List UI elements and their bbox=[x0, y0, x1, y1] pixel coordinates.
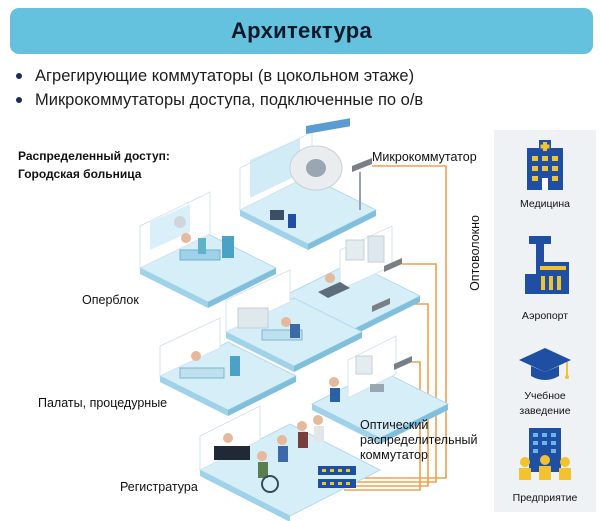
operating-room bbox=[139, 191, 277, 309]
airport-icon bbox=[525, 236, 569, 294]
sidebar-item-label: Аэропорт bbox=[521, 310, 569, 322]
microswitch-device bbox=[372, 298, 390, 312]
sidebar-item-label: заведение bbox=[519, 405, 571, 417]
sidebar-item-enterprise: Предприятие bbox=[494, 424, 596, 506]
registry-label: Регистратура bbox=[120, 480, 198, 494]
sidebar-item-medicine: Медицина bbox=[494, 138, 596, 212]
bullet-dot-icon bbox=[16, 73, 22, 79]
doctor-room bbox=[311, 335, 449, 445]
sidebar-item-label: Предприятие bbox=[512, 492, 578, 504]
page-title: Архитектура bbox=[230, 18, 373, 43]
bullet-list: Агрегирующие коммутаторы (в цокольном эт… bbox=[12, 64, 423, 112]
operating-block-label: Оперблок bbox=[82, 293, 139, 307]
sidebar-item-label: Медицина bbox=[520, 198, 570, 210]
microswitch-device bbox=[352, 158, 372, 210]
bullet-item: Агрегирующие коммутаторы (в цокольном эт… bbox=[12, 64, 423, 88]
odf-label: Оптический распределительный коммутатор bbox=[360, 418, 478, 462]
bullet-dot-icon bbox=[16, 97, 22, 103]
graduation-cap-icon bbox=[519, 348, 571, 380]
procedure-room-upper bbox=[283, 225, 421, 337]
fiber-label: Оптоволокно bbox=[468, 215, 482, 291]
microswitch-device bbox=[394, 356, 412, 370]
microswitch-label: Микрокоммутатор bbox=[372, 150, 477, 164]
optical-distribution-switch bbox=[318, 466, 356, 488]
mri-room bbox=[239, 118, 377, 251]
ward-room-left bbox=[159, 317, 297, 417]
sidebar-item-airport: Аэропорт bbox=[494, 232, 596, 324]
wards-label: Палаты, процедурные bbox=[38, 396, 168, 410]
sidebar-item-education: Учебное заведение bbox=[494, 344, 596, 419]
diagram-caption: Распределенный доступ: Городская больниц… bbox=[18, 149, 170, 181]
hospital-icon bbox=[527, 140, 563, 190]
registry-room bbox=[198, 405, 382, 521]
microswitch-device bbox=[384, 258, 402, 272]
sidebar-item-label: Учебное bbox=[524, 390, 566, 402]
industry-sidebar: Медицина Аэропорт Учебное заведение bbox=[494, 130, 596, 512]
title-banner: Архитектура bbox=[10, 8, 593, 54]
ward-room bbox=[225, 269, 363, 373]
enterprise-icon bbox=[519, 428, 571, 480]
bullet-item: Микрокоммутаторы доступа, подключенные п… bbox=[12, 88, 423, 112]
